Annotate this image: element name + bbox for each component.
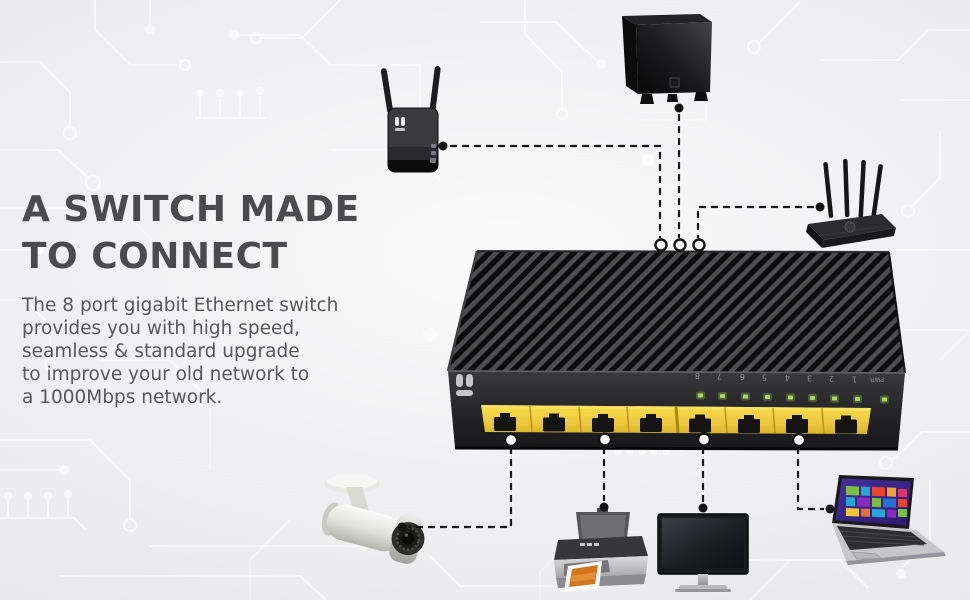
wifi-extender-image xyxy=(380,66,441,173)
switch-top-surface xyxy=(448,251,905,373)
port-label-8: 8 xyxy=(695,371,700,380)
ethernet-switch-image: 8 7 6 5 4 3 2 1 PWR xyxy=(446,250,906,451)
port-label-3: 3 xyxy=(807,374,812,383)
laptop-image xyxy=(832,475,946,565)
wifi-router-image xyxy=(806,158,896,248)
page-title: A SWITCH MADE TO CONNECT xyxy=(22,186,382,280)
description-line: a 1000Mbps network. xyxy=(22,387,223,408)
extender-leds xyxy=(430,144,436,163)
copy-block: A SWITCH MADE TO CONNECT The 8 port giga… xyxy=(22,186,382,409)
monitor-image xyxy=(657,513,749,592)
router-logo xyxy=(844,221,856,233)
port-label-7: 7 xyxy=(717,372,722,381)
subwoofer-speaker-image xyxy=(622,14,712,104)
port-label-5: 5 xyxy=(762,373,767,382)
switch-port-bank xyxy=(481,405,871,434)
headline-line-1: A SWITCH MADE xyxy=(22,189,360,230)
laptop-screen-tiles xyxy=(846,486,907,518)
printer-image xyxy=(554,508,648,592)
printed-photo xyxy=(564,561,602,592)
description-text: The 8 port gigabit Ethernet switch provi… xyxy=(22,294,382,409)
headline-line-2: TO CONNECT xyxy=(22,236,288,277)
port-label-1: 1 xyxy=(852,375,857,384)
security-camera-image xyxy=(321,474,425,564)
subwoofer-logo xyxy=(669,77,680,88)
description-line: seamless & standard upgrade xyxy=(22,341,300,362)
port-label-2: 2 xyxy=(829,374,834,383)
switch-port-labels: 8 7 6 5 4 3 2 1 PWR xyxy=(695,371,884,384)
port-label-6: 6 xyxy=(740,372,745,381)
switch-brand-logo xyxy=(456,374,473,396)
extender-logo xyxy=(395,117,405,131)
description-line: to improve your old network to xyxy=(22,364,310,385)
description-line: provides you with high speed, xyxy=(22,318,300,339)
port-label-4: 4 xyxy=(785,373,790,382)
switch-status-leds xyxy=(696,391,889,404)
description-line: The 8 port gigabit Ethernet switch xyxy=(22,295,339,316)
power-label: PWR xyxy=(869,376,884,383)
